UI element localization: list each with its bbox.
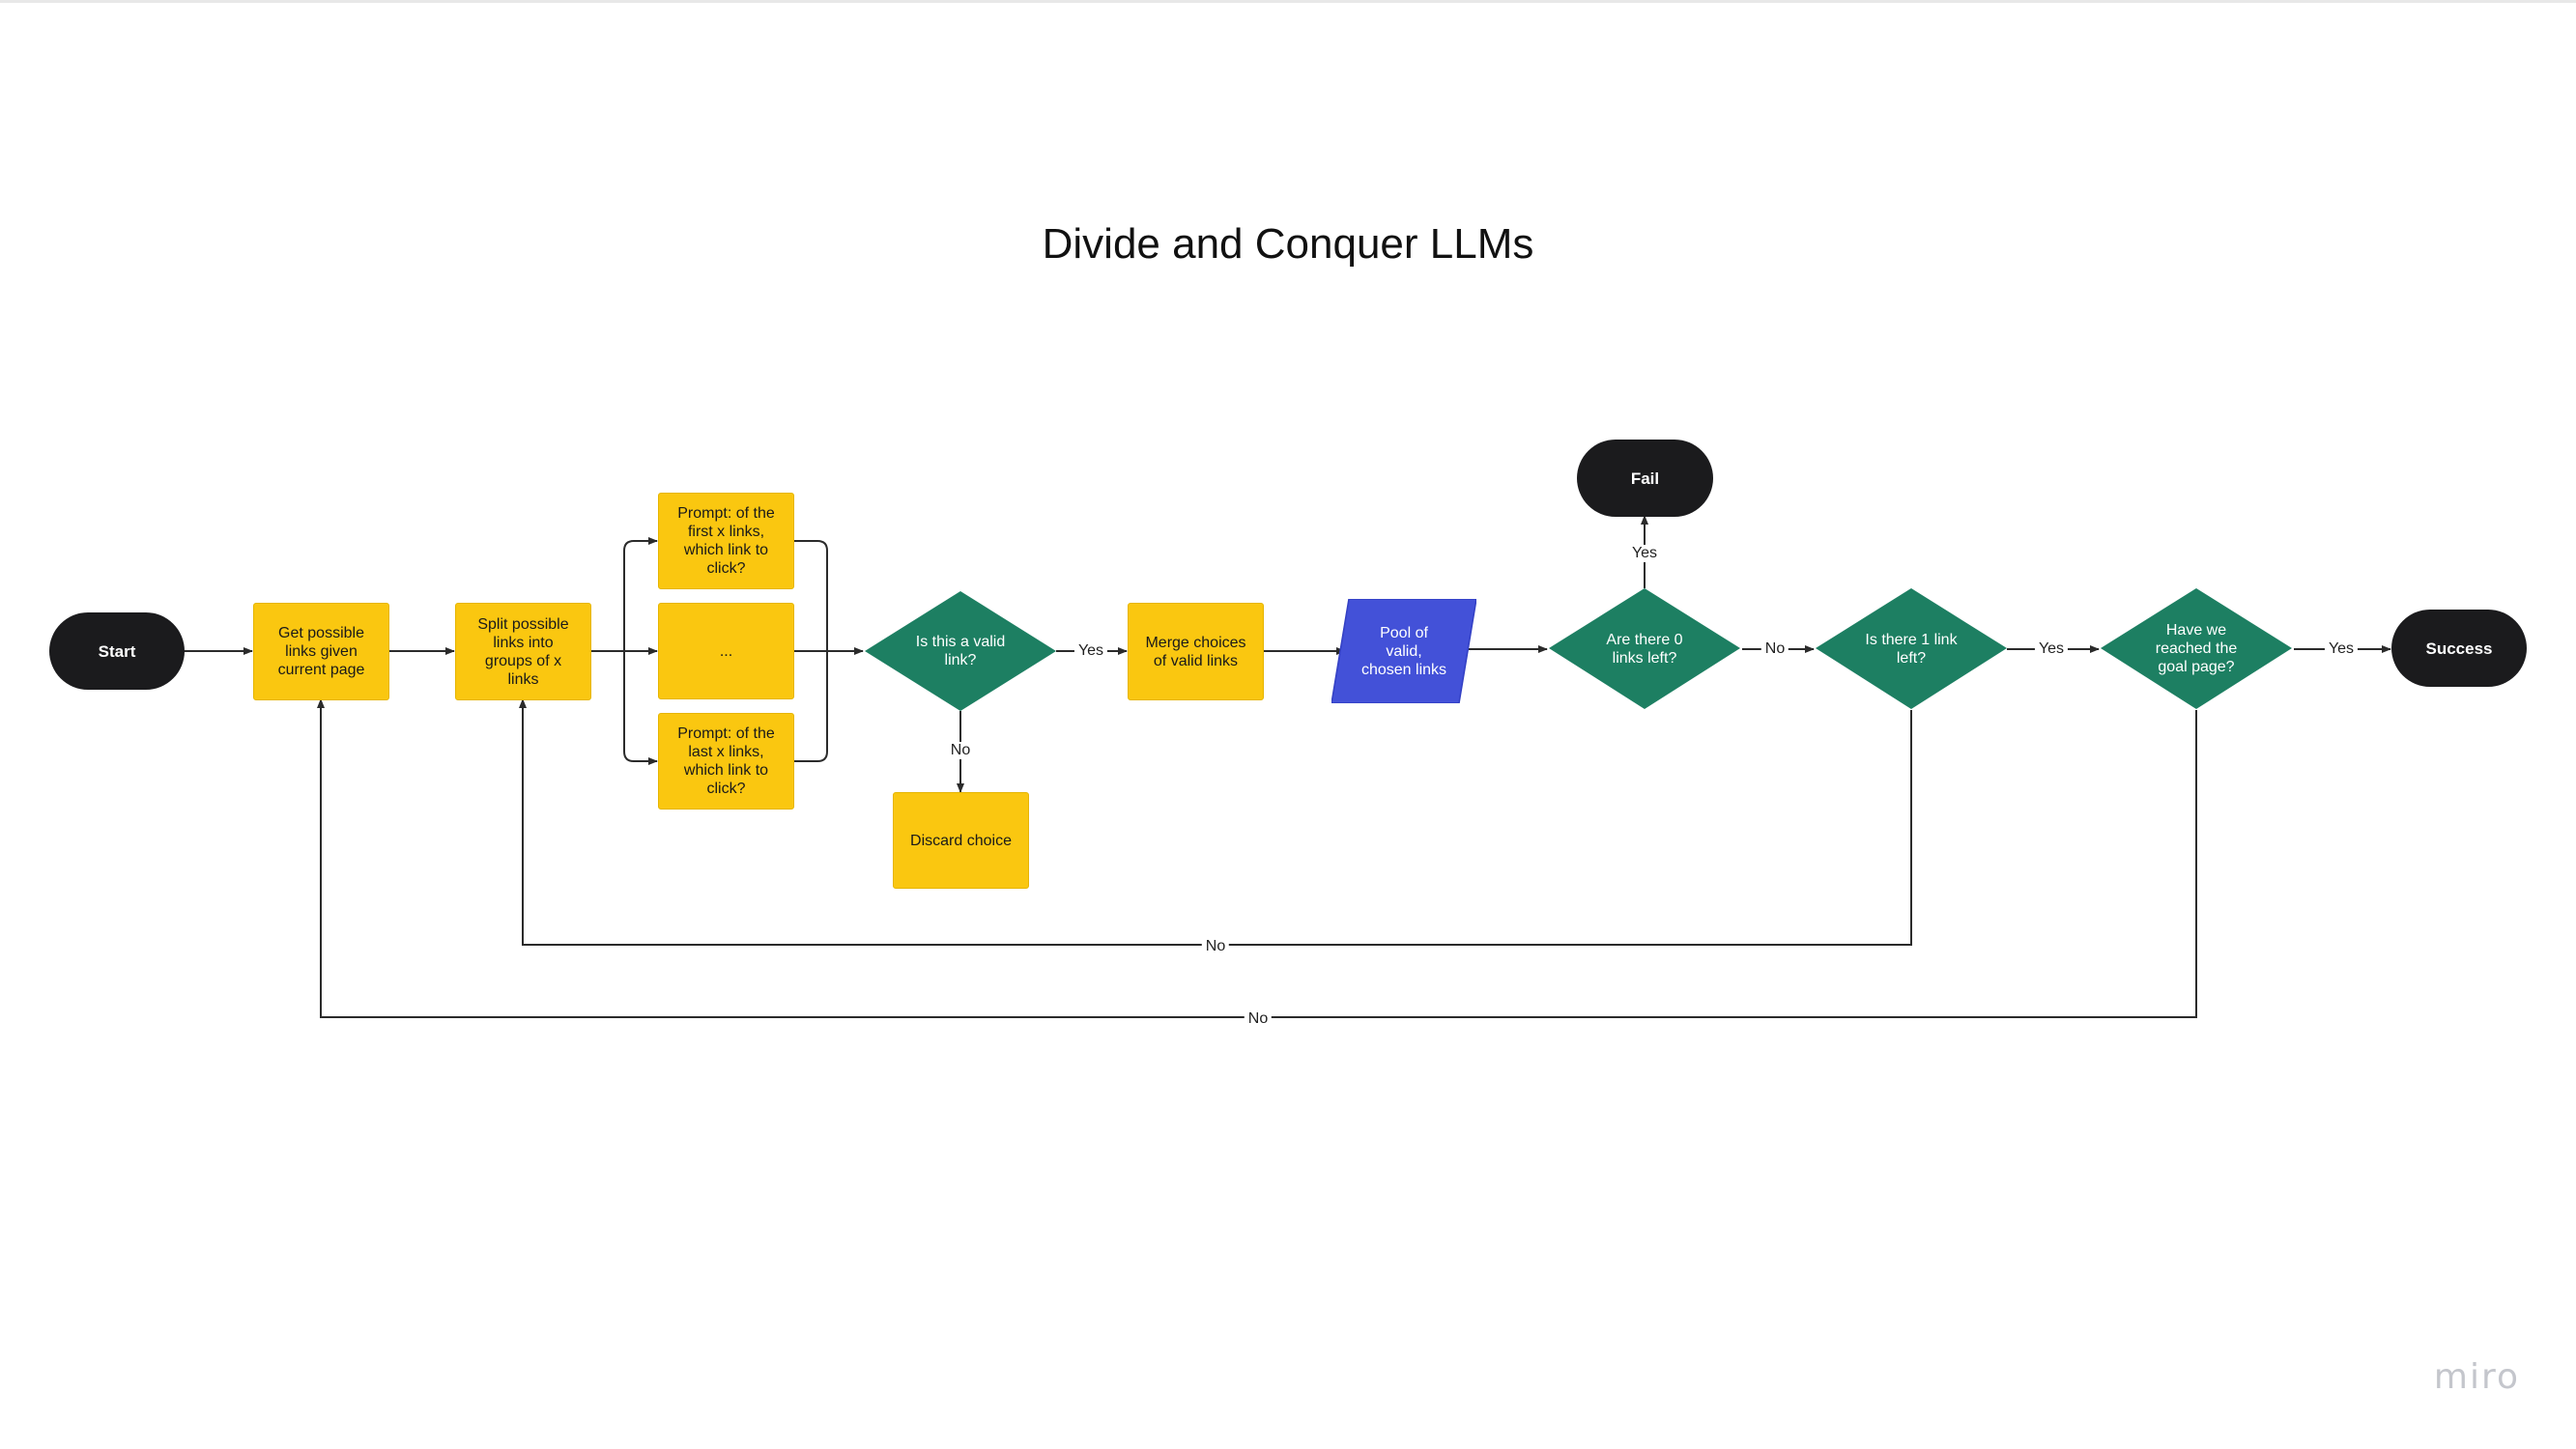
zero-left-decision[interactable]: Are there 0 links left?: [1548, 587, 1741, 710]
prompt-last-process[interactable]: Prompt: of the last x links, which link …: [658, 713, 794, 810]
parallelogram-shape: [1331, 599, 1476, 703]
edge-label-one-no: No: [1201, 938, 1230, 955]
merge-choices-label: Merge choices of valid links: [1145, 634, 1246, 669]
discard-choice-process[interactable]: Discard choice: [893, 792, 1029, 889]
edge-label-goal-no: No: [1244, 1010, 1273, 1028]
edge-prompt-last-to-join: [794, 651, 828, 762]
goal-reached-label: Have we reached the goal page?: [2155, 622, 2238, 675]
edge-label-valid-no: No: [946, 742, 975, 759]
diagram-title: Divide and Conquer LLMs: [1042, 220, 1534, 268]
edge-label-one-yes: Yes: [2034, 640, 2069, 658]
get-links-process[interactable]: Get possible links given current page: [253, 603, 389, 700]
start-label: Start: [98, 641, 136, 661]
pool-label: Pool of valid, chosen links: [1360, 624, 1447, 678]
diamond-shape: [2101, 588, 2292, 709]
fail-terminal[interactable]: Fail: [1577, 440, 1713, 517]
diamond-shape: [865, 591, 1056, 711]
merge-choices-process[interactable]: Merge choices of valid links: [1128, 603, 1264, 700]
one-left-label: Is there 1 link left?: [1865, 631, 1958, 667]
diamond-shape: [1816, 588, 2007, 709]
prompt-last-label: Prompt: of the last x links, which link …: [677, 725, 775, 797]
discard-choice-label: Discard choice: [910, 832, 1012, 849]
prompt-first-label: Prompt: of the first x links, which link…: [677, 505, 775, 577]
edge-label-zero-no: No: [1760, 640, 1789, 658]
success-label: Success: [2425, 639, 2493, 658]
edge-label-zero-yes: Yes: [1627, 545, 1662, 562]
miro-logo: miro: [2433, 1357, 2520, 1397]
edge-branch-to-prompt-first: [623, 537, 658, 651]
valid-link-label: Is this a valid link?: [915, 634, 1006, 668]
one-left-decision[interactable]: Is there 1 link left?: [1815, 587, 2008, 710]
prompt-middle-process[interactable]: ...: [658, 603, 794, 699]
fail-label: Fail: [1630, 469, 1660, 488]
edge-label-goal-yes: Yes: [2324, 640, 2359, 658]
success-terminal[interactable]: Success: [2391, 610, 2527, 687]
edge-branch-to-prompt-last: [623, 651, 658, 765]
edge-prompt-first-to-join: [794, 540, 828, 651]
split-links-process[interactable]: Split possible links into groups of x li…: [455, 603, 591, 700]
edge-label-valid-yes: Yes: [1073, 642, 1108, 660]
zero-left-label: Are there 0 links left?: [1606, 631, 1683, 667]
goal-reached-decision[interactable]: Have we reached the goal page?: [2100, 587, 2293, 710]
start-terminal[interactable]: Start: [49, 612, 185, 690]
get-links-label: Get possible links given current page: [277, 625, 365, 678]
prompt-first-process[interactable]: Prompt: of the first x links, which link…: [658, 493, 794, 589]
valid-link-decision[interactable]: Is this a valid link?: [864, 590, 1057, 712]
prompt-middle-label: ...: [719, 642, 733, 660]
split-links-label: Split possible links into groups of x li…: [477, 615, 569, 688]
top-border: [0, 0, 2576, 3]
diamond-shape: [1549, 588, 1740, 709]
pool-data-shape[interactable]: Pool of valid, chosen links: [1331, 599, 1476, 703]
edge-goal-no-to-get-links: [317, 698, 2197, 1018]
